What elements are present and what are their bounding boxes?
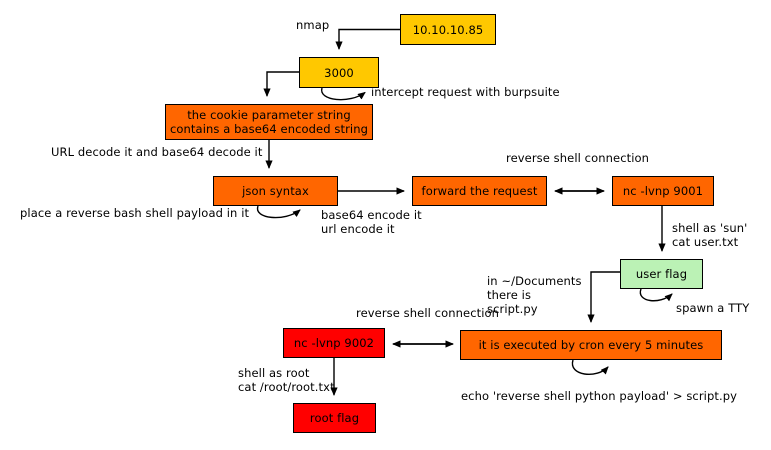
edge-target-to-3000: [335, 28, 400, 50]
edge-label-nmap: nmap: [296, 18, 330, 32]
edge-label-url-base64-decode: URL decode it and base64 decode it: [51, 145, 263, 159]
edge-3000-to-cookie: [263, 71, 299, 97]
edge-label-intercept-burpsuite: intercept request with burpsuite: [371, 85, 560, 99]
edge-label-documents-script: in ~/Documents there is script.py: [487, 274, 582, 316]
edge-json-self-loop: [256, 205, 301, 219]
edge-label-reverse-shell-connection-2: reverse shell connection: [356, 306, 500, 320]
node-json-syntax[interactable]: json syntax: [213, 176, 338, 206]
edge-label-base64-url-encode: base64 encode it url encode it: [321, 208, 422, 236]
edge-label-spawn-a-tty: spawn a TTY: [676, 301, 750, 315]
edge-label-echo-script: echo 'reverse shell python payload' > sc…: [461, 389, 738, 403]
node-cookie-parameter[interactable]: the cookie parameter string contains a b…: [165, 104, 373, 140]
edge-label-place-payload: place a reverse bash shell payload in it: [20, 206, 250, 220]
edge-label-shell-as-root: shell as root cat /root/root.txt: [238, 366, 335, 394]
node-forward-request[interactable]: forward the request: [412, 176, 547, 206]
edge-cron-self-loop: [571, 359, 609, 375]
node-port-3000[interactable]: 3000: [299, 57, 379, 88]
edge-label-reverse-shell-connection-1: reverse shell connection: [506, 151, 650, 165]
node-nc-lvnp-9001[interactable]: nc -lvnp 9001: [612, 176, 714, 206]
edge-userflag-self-loop: [639, 288, 673, 302]
node-target[interactable]: 10.10.10.85: [400, 14, 496, 45]
node-nc-lvnp-9002[interactable]: nc -lvnp 9002: [283, 328, 385, 358]
edge-userflag-to-cron: [587, 271, 620, 323]
edge-label-shell-as-sun: shell as 'sun' cat user.txt: [672, 221, 748, 249]
node-cron-execution[interactable]: it is executed by cron every 5 minutes: [460, 330, 722, 360]
edge-3000-self-loop: [321, 87, 366, 101]
node-user-flag[interactable]: user flag: [620, 259, 703, 289]
node-root-flag[interactable]: root flag: [293, 403, 376, 433]
